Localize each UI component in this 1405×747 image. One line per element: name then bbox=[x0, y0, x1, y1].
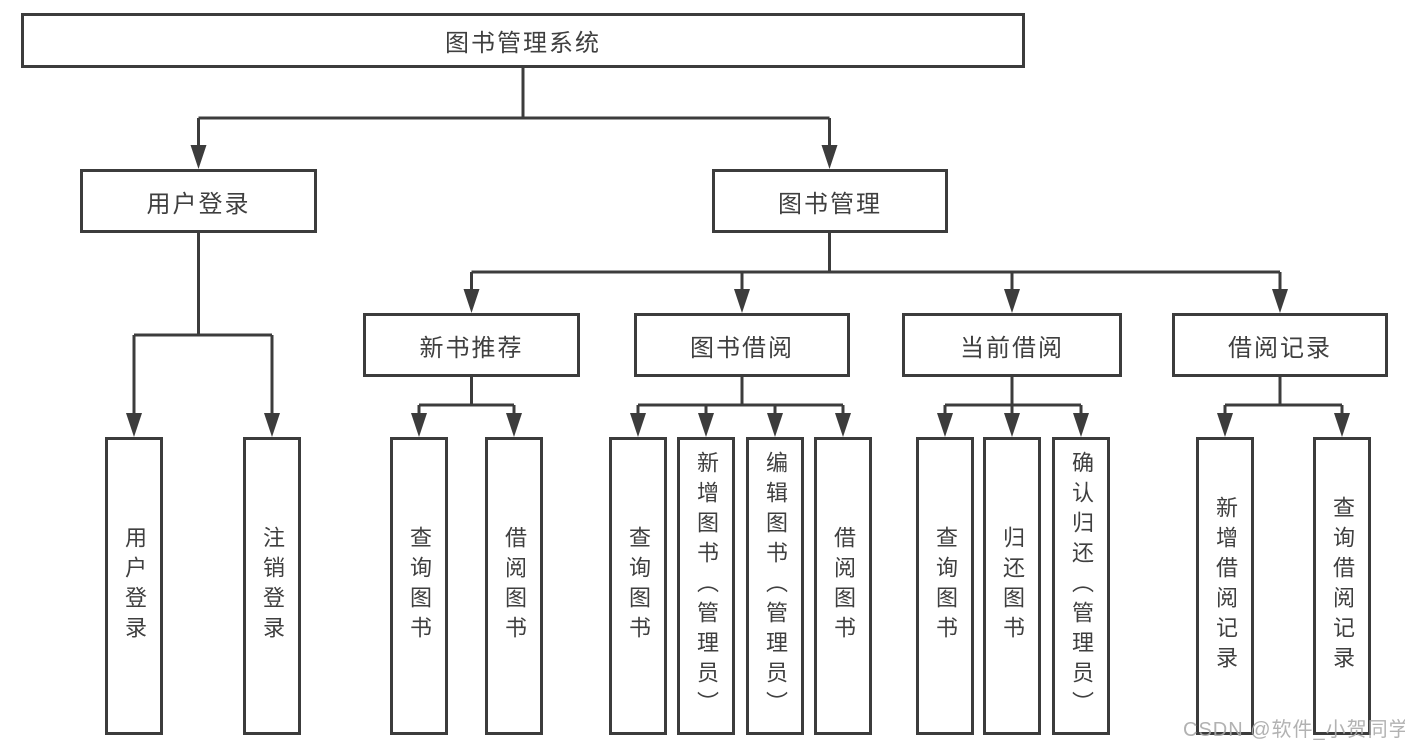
node-label: 借阅图书 bbox=[831, 526, 856, 646]
node-label: 借阅记录 bbox=[1228, 334, 1332, 362]
node-book-management: 图书管理 bbox=[712, 169, 948, 233]
node-label: 新增图书（管理员） bbox=[694, 451, 719, 721]
node-label: 图书借阅 bbox=[690, 334, 794, 362]
node-leaf-return-books: 归还图书 bbox=[983, 437, 1041, 735]
node-label: 查询借阅记录 bbox=[1330, 496, 1355, 676]
connector-lines bbox=[132, 68, 1344, 415]
node-label: 归还图书 bbox=[1000, 526, 1025, 646]
node-leaf-query-books-recommend: 查询图书 bbox=[390, 437, 448, 735]
node-leaf-query-borrow-record: 查询借阅记录 bbox=[1313, 437, 1371, 735]
node-leaf-query-books-current: 查询图书 bbox=[916, 437, 974, 735]
node-label: 编辑图书（管理员） bbox=[763, 451, 788, 721]
node-label: 查询图书 bbox=[933, 526, 958, 646]
node-library-system: 图书管理系统 bbox=[21, 13, 1025, 68]
node-label: 用户登录 bbox=[146, 190, 251, 218]
node-leaf-borrow-books-recommend: 借阅图书 bbox=[485, 437, 543, 735]
node-leaf-borrow-books: 借阅图书 bbox=[814, 437, 872, 735]
node-leaf-add-books-admin: 新增图书（管理员） bbox=[677, 437, 735, 735]
node-leaf-logout: 注销登录 bbox=[243, 437, 301, 735]
node-label: 新书推荐 bbox=[419, 334, 524, 362]
node-label: 查询图书 bbox=[407, 526, 432, 646]
node-label: 新增借阅记录 bbox=[1213, 496, 1238, 676]
node-borrowing-records: 借阅记录 bbox=[1172, 313, 1388, 377]
node-new-book-recommendation: 新书推荐 bbox=[363, 313, 580, 377]
node-label: 确认归还（管理员） bbox=[1069, 451, 1094, 721]
csdn-watermark: CSDN @软件_小贺同学 bbox=[1183, 719, 1405, 741]
node-label: 注销登录 bbox=[260, 526, 285, 646]
node-label: 当前借阅 bbox=[960, 334, 1064, 362]
node-label: 查询图书 bbox=[626, 526, 651, 646]
arrowhead-icons bbox=[126, 145, 1350, 437]
node-book-borrowing: 图书借阅 bbox=[634, 313, 850, 377]
node-label: 借阅图书 bbox=[502, 526, 527, 646]
node-leaf-confirm-return-admin: 确认归还（管理员） bbox=[1052, 437, 1110, 735]
node-leaf-query-books-borrow: 查询图书 bbox=[609, 437, 667, 735]
node-leaf-user-login: 用户登录 bbox=[105, 437, 163, 735]
node-leaf-edit-books-admin: 编辑图书（管理员） bbox=[746, 437, 804, 735]
node-label: 用户登录 bbox=[122, 526, 147, 646]
node-current-borrowing: 当前借阅 bbox=[902, 313, 1122, 377]
node-label: 图书管理系统 bbox=[445, 30, 601, 57]
node-label: 图书管理 bbox=[778, 190, 882, 218]
node-user-login: 用户登录 bbox=[80, 169, 317, 233]
node-leaf-add-borrow-record: 新增借阅记录 bbox=[1196, 437, 1254, 735]
